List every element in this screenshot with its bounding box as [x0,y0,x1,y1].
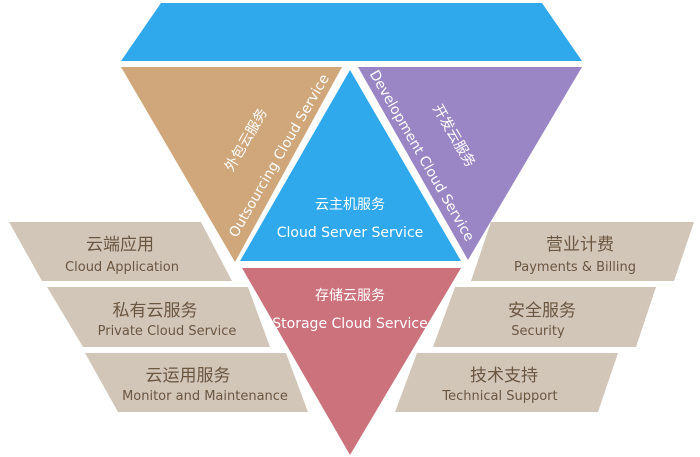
storage-en: Storage Cloud Service [272,316,427,332]
left-panel-3 [85,353,308,412]
outsourcing-triangle [121,67,342,262]
right-panel-2 [433,287,656,347]
right-panel-1-zh: 营业计费 [546,235,614,255]
development-triangle [358,67,582,260]
right-panel-2-zh: 安全服务 [508,301,576,321]
top-bar [121,3,582,61]
cloud-server-en: Cloud Server Service [277,225,424,241]
left-panel-1 [9,222,232,281]
cloud-server-triangle [240,70,461,261]
left-panel-2-en: Private Cloud Service [98,324,237,339]
left-panel-1-zh: 云端应用 [86,235,154,255]
right-panel-3-en: Technical Support [441,389,557,404]
left-panel-2-zh: 私有云服务 [113,301,198,321]
left-panel-1-en: Cloud Application [65,260,179,275]
right-panel-3 [395,353,618,412]
storage-zh: 存储云服务 [315,288,385,304]
cloud-server-zh: 云主机服务 [315,197,385,213]
left-panel-3-zh: 云运用服务 [146,366,231,386]
storage-triangle [242,268,461,455]
right-panel-1 [471,222,694,281]
right-panel-2-en: Security [511,324,565,339]
right-panel-1-en: Payments & Billing [514,260,636,275]
left-panel-3-en: Monitor and Maintenance [122,389,288,404]
left-panel-2 [47,287,270,347]
right-panel-3-zh: 技术支持 [470,366,538,386]
